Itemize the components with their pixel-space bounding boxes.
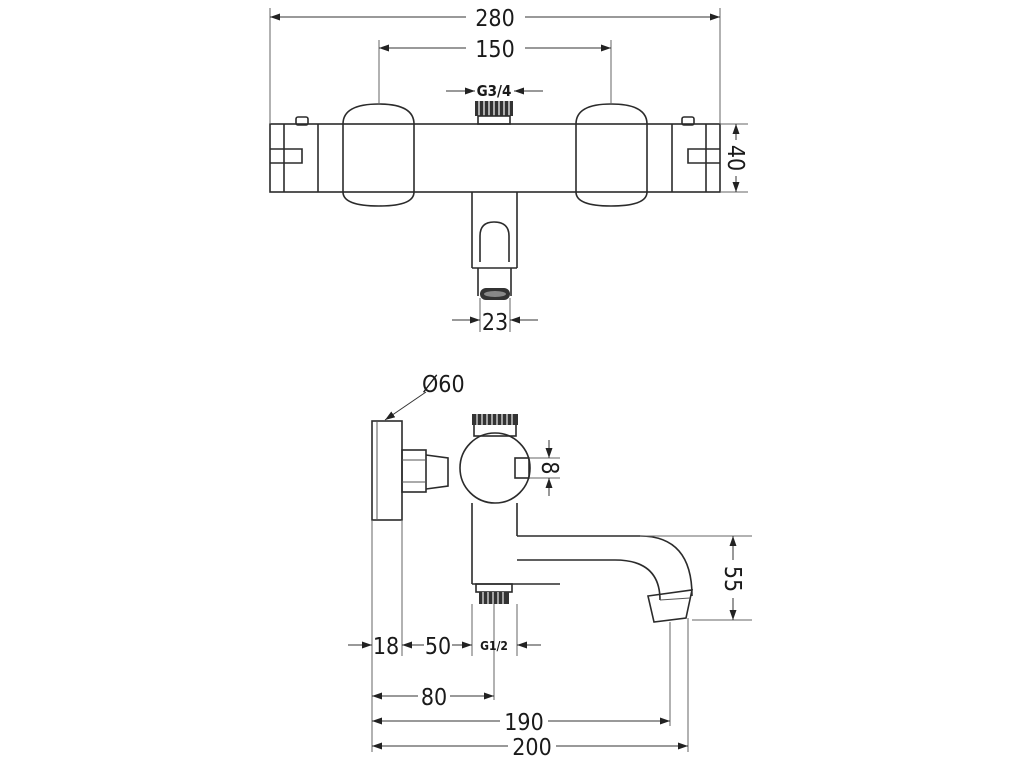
right-end-notch — [687, 148, 720, 164]
top-port — [473, 423, 517, 437]
vertical-tube — [471, 503, 518, 584]
side-port — [514, 457, 530, 479]
bottom-thread — [479, 592, 509, 604]
side-view: Ø60 8 55 18 50 G1/2 80 — [348, 372, 752, 761]
dim-outlet-thread: G1/2 — [480, 639, 508, 653]
dim-overall-depth: 200 — [512, 735, 552, 761]
bottom-nut — [475, 583, 513, 593]
connector-nut — [401, 449, 427, 493]
spout-stem — [471, 192, 518, 268]
right-handle-top — [575, 103, 648, 125]
dim-spout-drop: 55 — [719, 566, 745, 592]
left-end-notch — [270, 148, 303, 164]
spout-upper — [517, 535, 693, 597]
mixer-body-outline — [269, 123, 721, 193]
dim-wall-plate: 18 — [373, 634, 399, 660]
dim-handle-spacing: 150 — [475, 37, 515, 63]
spout-lower — [517, 559, 661, 601]
dim-body-height: 40 — [722, 145, 748, 171]
left-handle-top — [342, 103, 415, 125]
top-view: 280 150 G3/4 40 23 — [269, 6, 748, 336]
dim-port-height: 8 — [536, 461, 562, 474]
left-handle-bottom — [342, 191, 415, 207]
dim-handle-diameter: Ø60 — [422, 372, 465, 398]
dim-spout-reach: 190 — [504, 710, 544, 736]
spout-tip — [647, 589, 694, 623]
dim-spout-diameter: 23 — [482, 310, 508, 336]
mixer-round-body — [459, 432, 531, 504]
dim-inlet-thread: G3/4 — [477, 82, 512, 100]
dim-body-offset: 50 — [425, 634, 451, 660]
right-handle-bottom — [575, 191, 648, 207]
dim-overall-width: 280 — [475, 6, 515, 32]
dim-axis-to-body: 80 — [421, 685, 447, 711]
